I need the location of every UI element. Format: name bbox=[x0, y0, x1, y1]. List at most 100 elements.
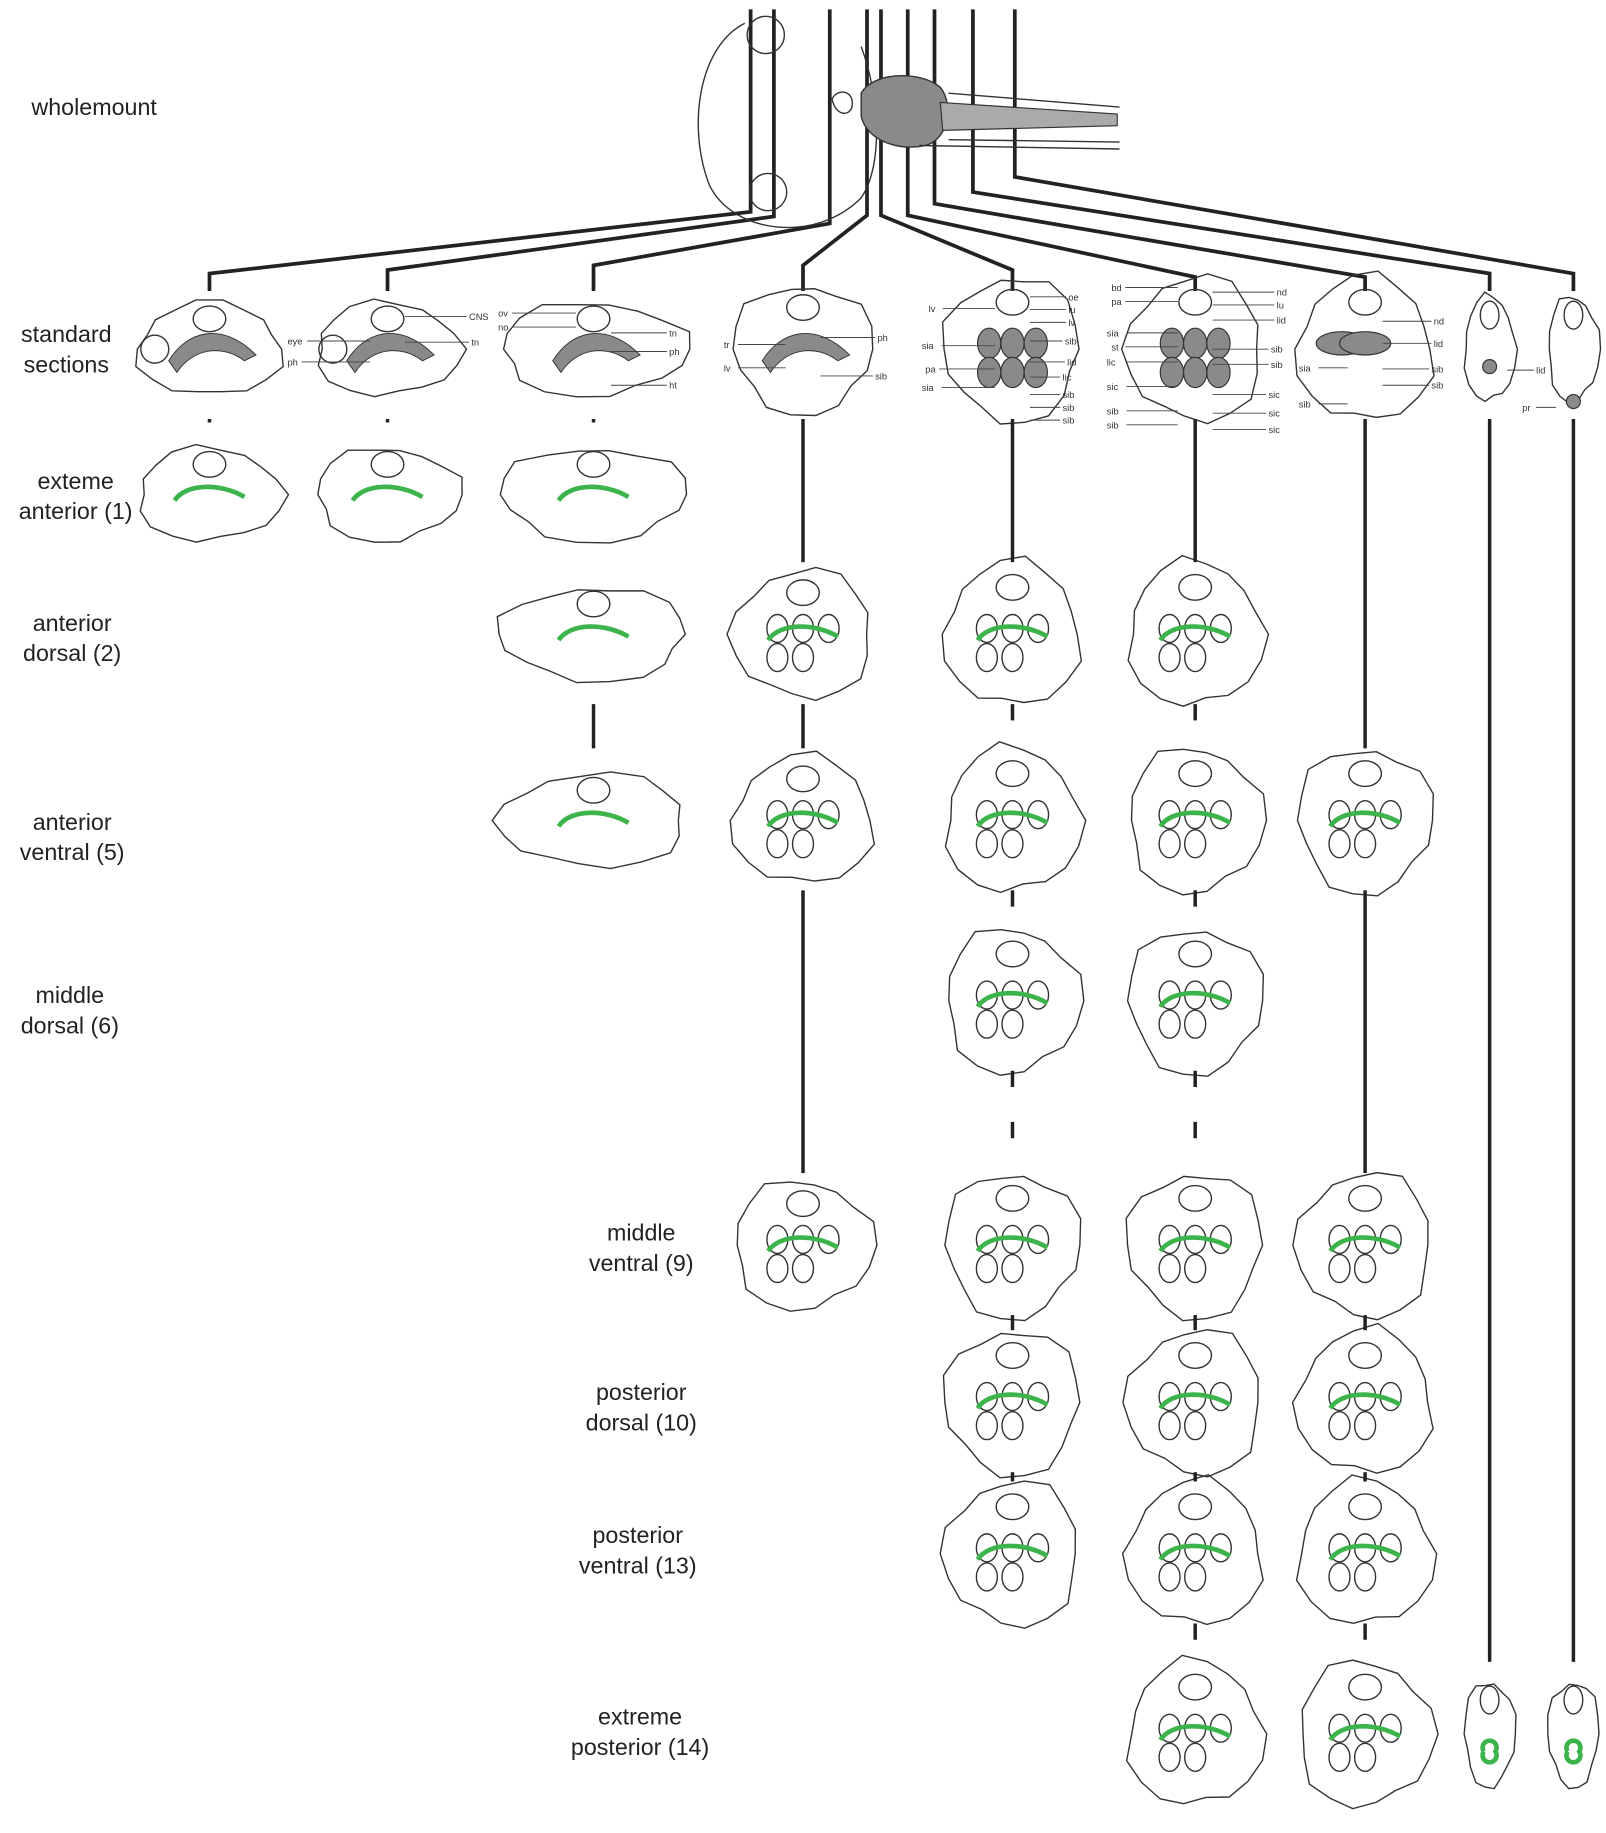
sections bbox=[135, 270, 1602, 1810]
structure-label: sib bbox=[1063, 403, 1075, 413]
structure-label: sib bbox=[1065, 337, 1077, 347]
green-expression bbox=[1158, 1543, 1232, 1561]
gray-tissue bbox=[1000, 327, 1025, 360]
structure-label: lid bbox=[1434, 339, 1443, 349]
green-expression bbox=[1158, 1235, 1232, 1253]
green-expression bbox=[1158, 810, 1232, 828]
section-3-4 bbox=[944, 741, 1087, 894]
section-0-6 bbox=[1294, 270, 1435, 419]
section-5-3 bbox=[736, 1181, 878, 1312]
structure-label: lu bbox=[1068, 305, 1075, 315]
connector-lines bbox=[207, 418, 1576, 1662]
section-3-2 bbox=[491, 771, 681, 870]
structure-label: CNS bbox=[469, 312, 489, 322]
green-expression bbox=[556, 810, 630, 828]
wholemount-drawing bbox=[697, 15, 1120, 229]
structure-label: sia bbox=[1107, 328, 1120, 338]
structure-label: sia bbox=[922, 341, 935, 351]
green-expression bbox=[975, 1392, 1049, 1410]
green-expression bbox=[556, 484, 630, 502]
gray-tissue bbox=[1023, 356, 1048, 389]
structure-label: ph bbox=[669, 347, 679, 357]
green-expression bbox=[1328, 1543, 1402, 1561]
green-expression bbox=[556, 624, 630, 642]
structure-label: sib bbox=[1063, 390, 1075, 400]
green-expression bbox=[1480, 1738, 1499, 1765]
structure-label: ov bbox=[498, 309, 508, 319]
green-expression bbox=[975, 990, 1049, 1009]
section-5-6 bbox=[1292, 1171, 1429, 1321]
green-expression bbox=[1328, 1235, 1402, 1253]
tree-branch bbox=[1012, 9, 1576, 291]
section-0-0 bbox=[135, 299, 284, 393]
structure-label: sib bbox=[1063, 416, 1075, 426]
section-6-4 bbox=[942, 1332, 1081, 1479]
structure-label: ph bbox=[287, 357, 297, 367]
green-expression bbox=[975, 1235, 1049, 1253]
tree-branch bbox=[932, 9, 1367, 291]
section-labels: CNSeyephtnovnotnphhttrlvphsiblvsiapasiao… bbox=[287, 283, 1556, 435]
tree-branch bbox=[971, 9, 1492, 291]
green-expression bbox=[766, 624, 840, 642]
section-8-7 bbox=[1463, 1683, 1517, 1790]
gray-tissue bbox=[1482, 359, 1498, 375]
green-expression bbox=[1328, 810, 1402, 828]
section-2-2 bbox=[496, 589, 687, 684]
structure-label: ph bbox=[877, 333, 887, 343]
gray-tissue bbox=[976, 356, 1002, 389]
structure-label: tr bbox=[724, 340, 730, 350]
structure-label: sib bbox=[1271, 345, 1283, 355]
structure-label: lid bbox=[1277, 316, 1286, 326]
section-2-5 bbox=[1127, 554, 1270, 707]
green-expression bbox=[975, 624, 1049, 642]
structure-label: lu bbox=[1277, 300, 1284, 310]
structure-label: lic bbox=[1107, 357, 1116, 367]
section-1-2 bbox=[499, 449, 688, 544]
structure-label: sib bbox=[1271, 360, 1283, 370]
tree-branch bbox=[591, 9, 832, 291]
section-0-8 bbox=[1548, 296, 1602, 410]
section-0-4 bbox=[941, 279, 1080, 425]
structure-label: pa bbox=[1111, 297, 1122, 307]
green-expression bbox=[1158, 1724, 1232, 1742]
green-expression bbox=[1328, 1724, 1402, 1742]
gray-tissue bbox=[761, 333, 851, 374]
green-expression bbox=[766, 1235, 840, 1253]
section-0-2 bbox=[502, 304, 691, 398]
structure-label: sib bbox=[875, 371, 887, 381]
gray-tissue bbox=[168, 333, 257, 374]
structure-label: lv bbox=[1068, 318, 1075, 328]
gray-tissue bbox=[1565, 393, 1581, 410]
section-0-7 bbox=[1463, 291, 1519, 403]
structure-label: lic bbox=[1063, 373, 1072, 383]
gray-tissue bbox=[976, 327, 1002, 360]
gray-tissue bbox=[1182, 356, 1208, 389]
gray-tissue bbox=[1000, 356, 1025, 389]
structure-label: sic bbox=[1269, 425, 1281, 435]
structure-label: lv bbox=[929, 304, 936, 314]
section-0-5 bbox=[1120, 273, 1259, 425]
structure-label: pr bbox=[1522, 403, 1530, 413]
green-expression bbox=[975, 1543, 1049, 1561]
section-3-5 bbox=[1130, 748, 1268, 896]
structure-label: sib bbox=[1431, 364, 1443, 374]
section-1-1 bbox=[317, 449, 463, 543]
tree-branch bbox=[385, 9, 776, 291]
structure-label: sib bbox=[1431, 381, 1443, 391]
section-4-5 bbox=[1126, 931, 1265, 1077]
green-expression bbox=[172, 484, 246, 502]
structure-label: sib bbox=[1299, 399, 1311, 409]
green-expression bbox=[1158, 624, 1232, 642]
structure-label: eye bbox=[287, 337, 302, 347]
green-expression bbox=[1328, 1392, 1402, 1410]
gray-tissue bbox=[552, 333, 641, 374]
